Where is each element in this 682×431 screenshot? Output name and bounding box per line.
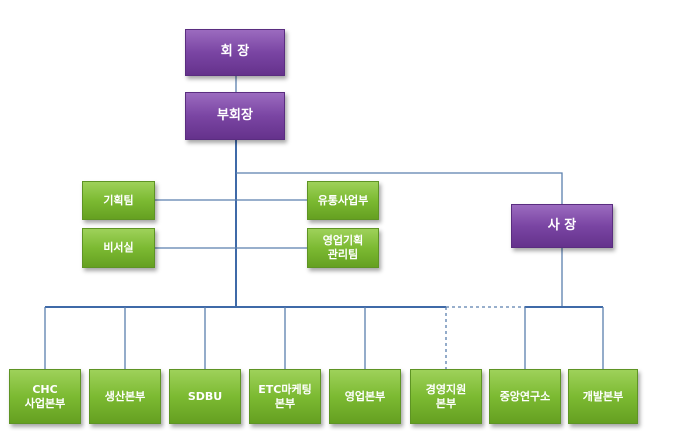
- president-box: 사 장: [511, 204, 613, 248]
- etc-marketing-division-box: ETC마케팅 본부: [249, 369, 321, 424]
- sdbu-box: SDBU: [169, 369, 241, 424]
- development-division-box: 개발본부: [568, 369, 638, 424]
- line-to-president: [236, 172, 563, 204]
- distribution-division-box: 유통사업부: [307, 181, 379, 220]
- production-division-box: 생산본부: [89, 369, 161, 424]
- chc-division-box: CHC 사업본부: [9, 369, 81, 424]
- sales-planning-team-box: 영업기획 관리팀: [307, 228, 379, 268]
- central-research-box: 중앙연구소: [489, 369, 561, 424]
- sales-division-box: 영업본부: [329, 369, 401, 424]
- secretary-office-box: 비서실: [82, 228, 155, 268]
- planning-team-box: 기획팀: [82, 181, 155, 220]
- chairman-box: 회 장: [185, 29, 285, 76]
- vice-chairman-box: 부회장: [185, 92, 285, 140]
- management-support-division-box: 경영지원 본부: [410, 369, 482, 424]
